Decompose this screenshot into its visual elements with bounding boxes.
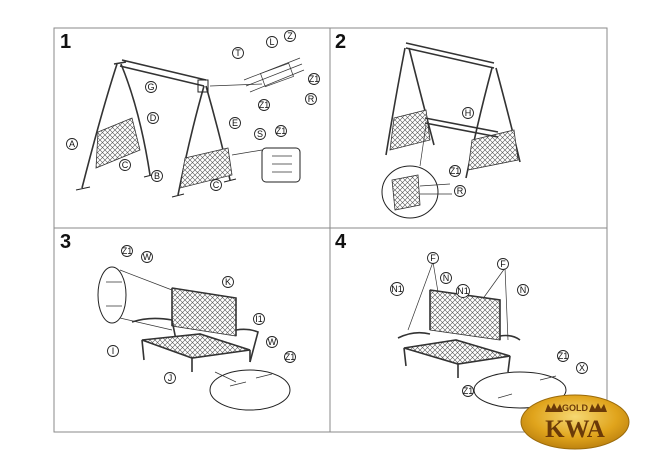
part-label: Z1 [450, 166, 461, 176]
part-label: J [168, 373, 173, 383]
step-2-labels: H Z1 R [449, 107, 474, 197]
step-1-illustration [75, 57, 305, 198]
part-label: D [150, 113, 157, 123]
part-label: F [500, 259, 506, 269]
step-4-labels: F F N N N1 N1 Z1 X Z1 [390, 252, 588, 397]
part-label: E [232, 118, 238, 128]
part-label: H [465, 108, 472, 118]
step-number-3: 3 [60, 231, 71, 253]
part-label: T [235, 48, 241, 58]
part-label: W [268, 337, 277, 347]
panel-grid [53, 27, 608, 433]
part-label: N [443, 273, 450, 283]
part-label: C [213, 180, 220, 190]
part-label: N [520, 285, 527, 295]
part-label: Z1 [285, 352, 296, 362]
part-label: N1 [391, 284, 403, 294]
step-4-illustration [397, 261, 567, 409]
part-label: W [143, 252, 152, 262]
step-number-1: 1 [60, 31, 71, 53]
part-label: Z1 [259, 100, 270, 110]
step-number-4: 4 [335, 231, 347, 253]
part-label: A [69, 139, 75, 149]
part-label: S [257, 129, 263, 139]
step-2-illustration [381, 42, 521, 219]
part-label: Z1 [558, 351, 569, 361]
logo-gold-text: GOLD [562, 403, 588, 413]
part-label: Z1 [463, 386, 474, 396]
step-number-2: 2 [335, 31, 346, 53]
part-label: R [457, 186, 464, 196]
part-label: F [430, 253, 436, 263]
part-label: Z1 [276, 126, 287, 136]
part-label: Z [287, 31, 293, 41]
part-label: Z1 [309, 74, 320, 84]
step-1-labels: A B C C D E G T L Z Z1 Z1 Z1 R S [66, 30, 320, 191]
crown-icon [589, 403, 607, 412]
crown-icon [545, 403, 563, 412]
kwa-logo: GOLD KWA [520, 394, 630, 450]
part-label: G [147, 82, 154, 92]
part-label: X [579, 363, 585, 373]
part-label: K [225, 277, 231, 287]
logo-brand-name: KWA [545, 416, 605, 443]
part-label: I [112, 346, 115, 356]
step-3-illustration [97, 266, 291, 411]
step-3-labels: Z1 W K I1 I J W Z1 [107, 245, 296, 384]
part-label: C [122, 160, 129, 170]
part-label: L [269, 37, 274, 47]
part-label: N1 [457, 286, 469, 296]
part-label: I1 [255, 314, 263, 324]
part-label: R [308, 94, 315, 104]
part-label: B [154, 171, 160, 181]
part-label: Z1 [122, 246, 133, 256]
